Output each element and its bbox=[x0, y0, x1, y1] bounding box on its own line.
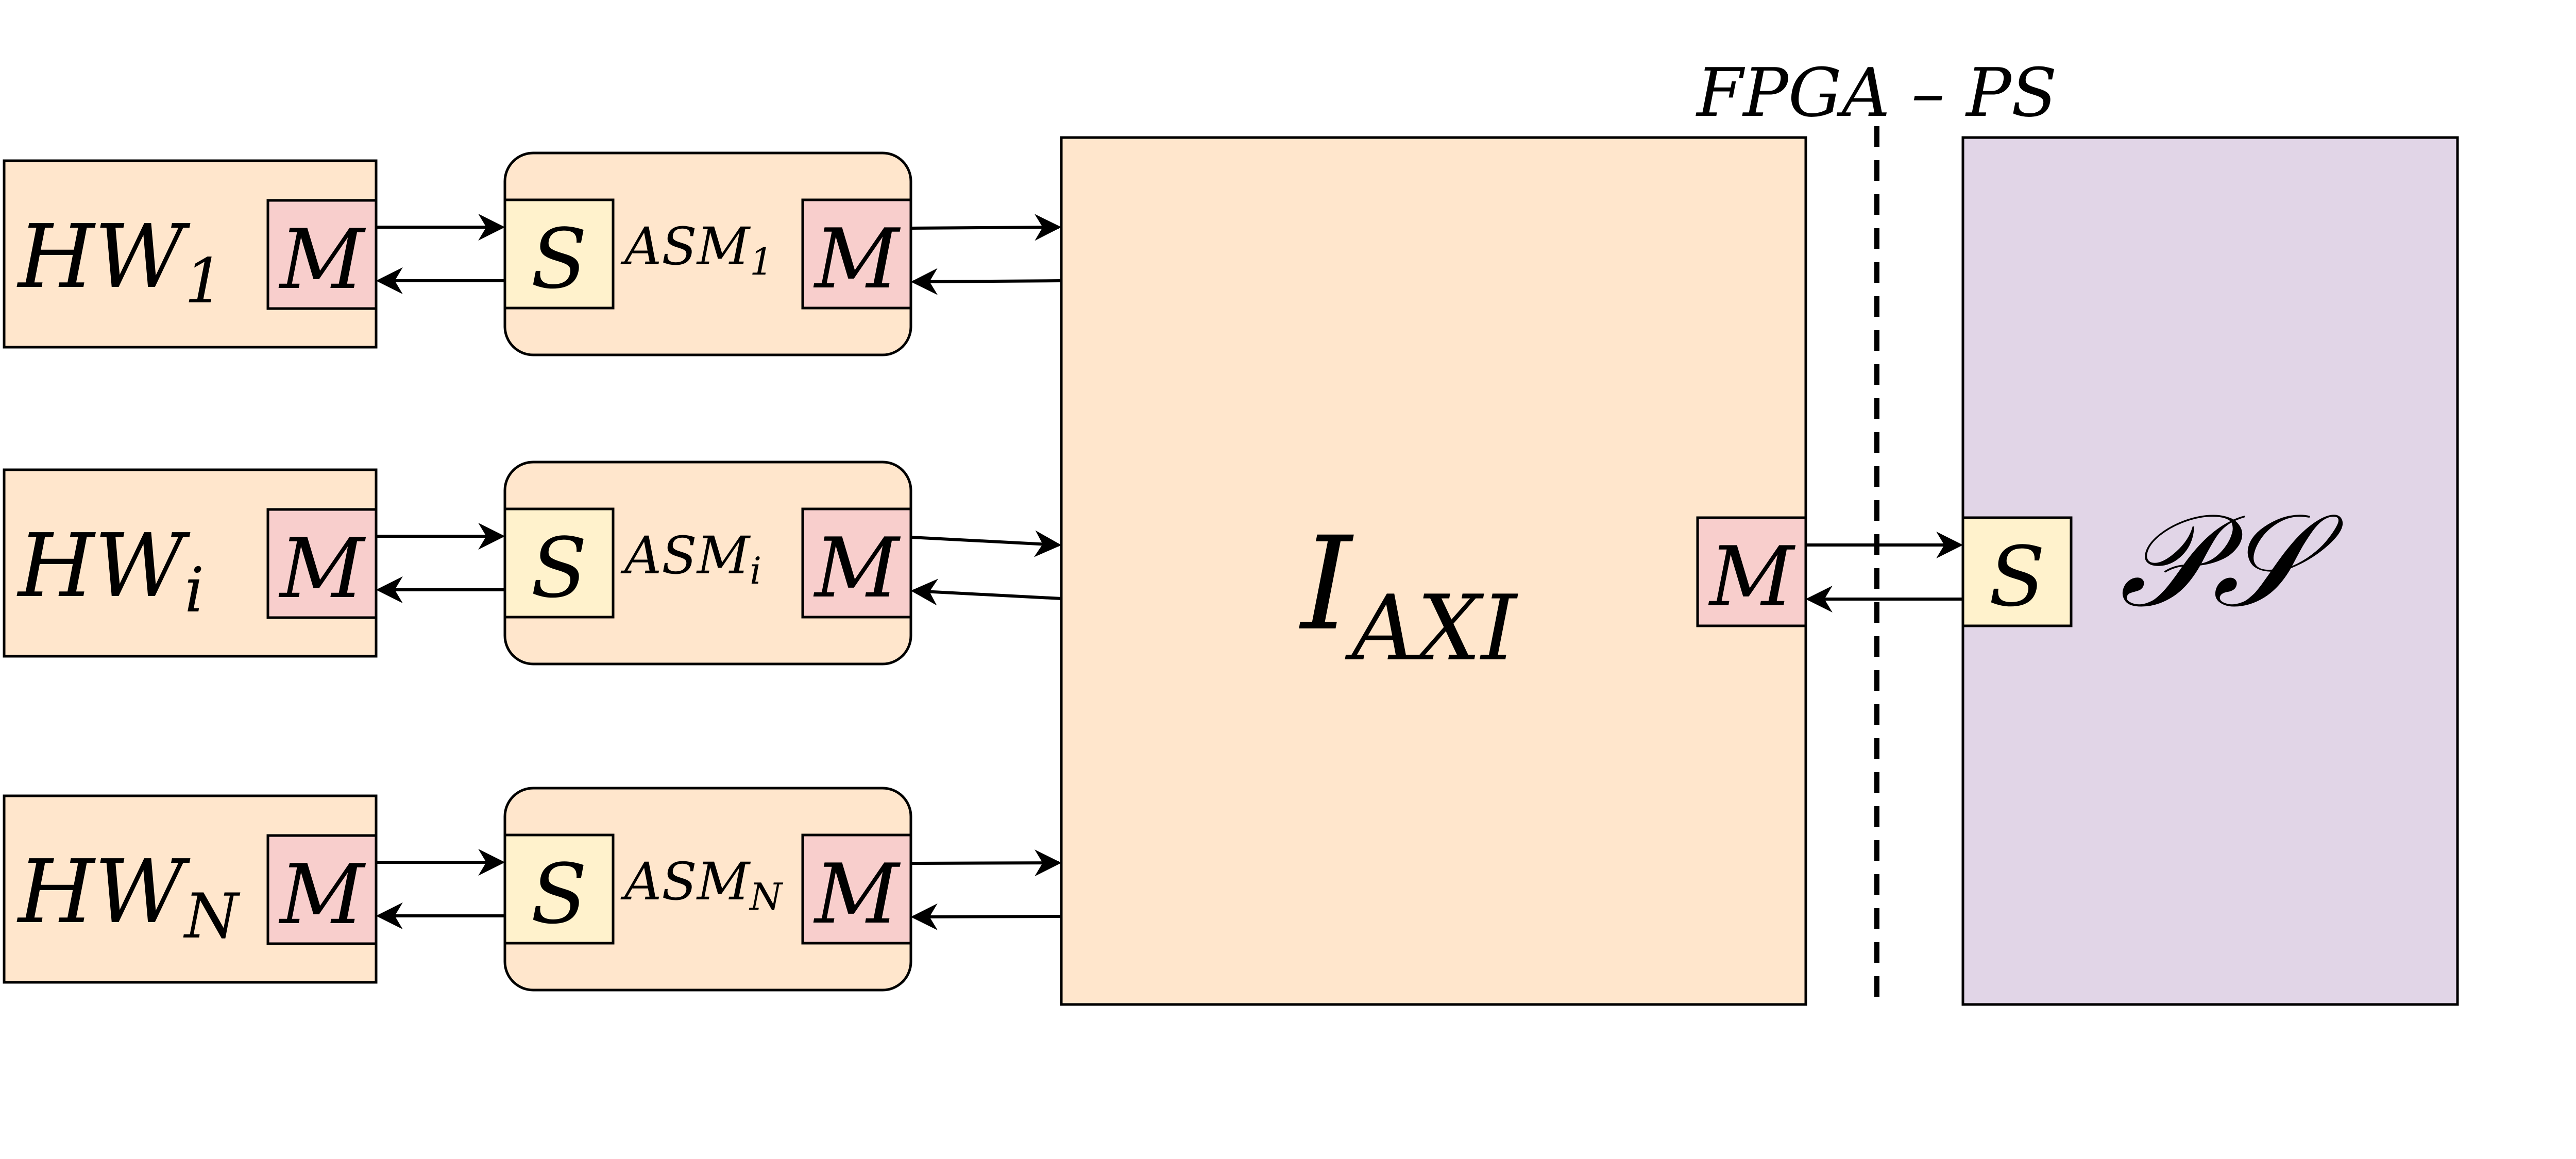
asm-master-3-port bbox=[801, 833, 912, 945]
hw-label-3: HWN bbox=[16, 841, 241, 952]
hw-master-2-label: M bbox=[278, 520, 366, 617]
interconnect-label: IAXI bbox=[1299, 509, 1518, 681]
asm-slave-2-label: S bbox=[531, 520, 587, 616]
asm-label-2: ASMi bbox=[620, 525, 761, 592]
asm-slave-3-port bbox=[503, 833, 615, 945]
asm-master-1-label: M bbox=[813, 211, 901, 307]
fpga-ps-boundary-label: FPGA – PS bbox=[1696, 54, 2057, 132]
hw-master-1-port bbox=[266, 199, 378, 310]
arrow-interconnect-to-asm-1 bbox=[910, 268, 1062, 295]
asm-master-1-port bbox=[801, 198, 912, 310]
ps-label: 𝒫𝒮 bbox=[2119, 486, 2345, 636]
interconnect-master-port bbox=[1696, 516, 1807, 627]
hw-label-1: HW1 bbox=[16, 206, 224, 317]
hw-label-2: HWi bbox=[16, 515, 204, 626]
asm-label-3: ASMN bbox=[620, 851, 784, 918]
hw-master-3-port bbox=[266, 834, 378, 945]
asm-slave-1-label: S bbox=[531, 211, 587, 307]
hw-master-3-label: M bbox=[278, 846, 366, 943]
asm-master-3-label: M bbox=[813, 846, 901, 942]
ps-slave-port bbox=[1961, 516, 2073, 627]
asm-slave-1-port bbox=[503, 198, 615, 310]
asm-master-2-label: M bbox=[813, 520, 901, 616]
arrow-asm-to-interconnect-1 bbox=[910, 214, 1062, 241]
asm-slave-3-label: S bbox=[531, 846, 587, 942]
interconnect-master-label: M bbox=[1708, 529, 1796, 625]
arrow-interconnect-to-asm-3 bbox=[910, 903, 1062, 930]
interconnect-block bbox=[1060, 136, 1807, 1006]
hw-master-2-port bbox=[266, 508, 378, 619]
arrow-asm-to-interconnect-2 bbox=[910, 530, 1062, 557]
asm-master-2-port bbox=[801, 507, 912, 619]
asm-label-1: ASM1 bbox=[620, 216, 773, 283]
hw-master-1-label: M bbox=[278, 211, 366, 308]
arrow-interconnect-to-asm-2 bbox=[910, 578, 1062, 606]
ps-slave-label: S bbox=[1989, 529, 2045, 625]
asm-slave-2-port bbox=[503, 507, 615, 619]
